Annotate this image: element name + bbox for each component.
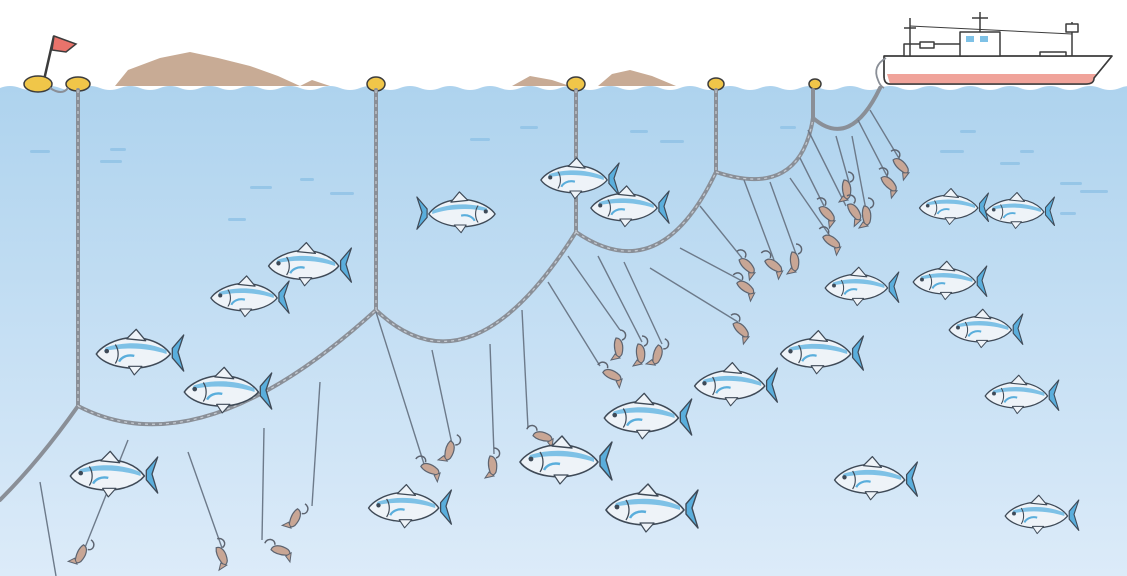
ocean (0, 86, 1127, 576)
island-silhouettes (115, 52, 676, 86)
branch-lines (39, 109, 901, 576)
longline-fishing-vessel-icon (875, 12, 1113, 89)
float-buoys (366, 76, 822, 92)
float-buoy-icon (808, 78, 822, 90)
